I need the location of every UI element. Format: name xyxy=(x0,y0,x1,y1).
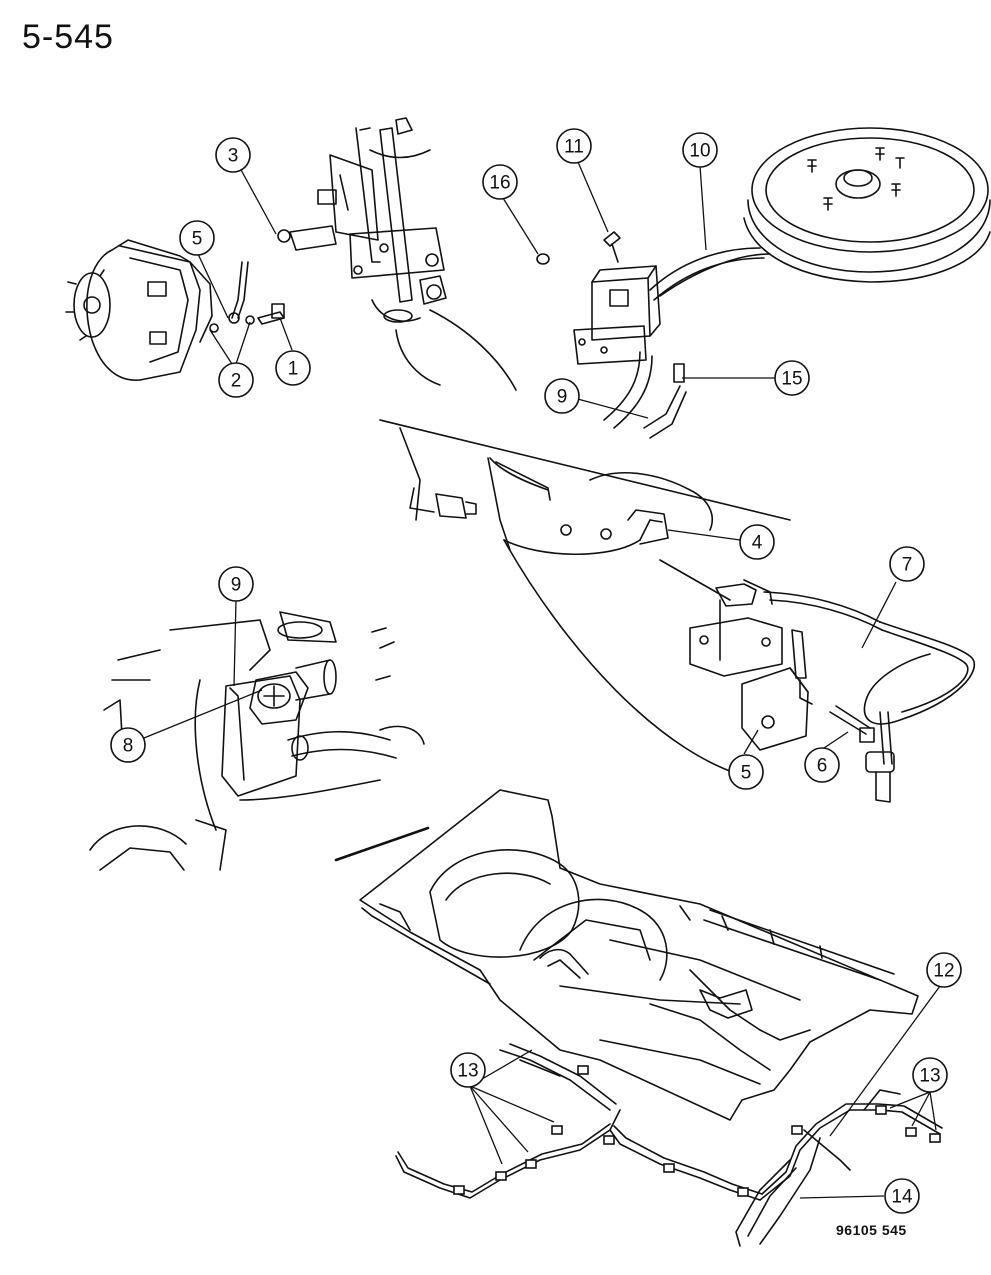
caliper-bracket-hardware xyxy=(209,261,285,333)
rear-brake-lines xyxy=(395,1043,943,1247)
diagram-code: 96105 545 xyxy=(836,1222,907,1238)
rear-brake-drum xyxy=(743,127,991,283)
rear-brake-hose xyxy=(649,247,771,301)
svg-text:10: 10 xyxy=(689,141,710,162)
callout-1: 1 xyxy=(275,350,311,386)
svg-text:12: 12 xyxy=(933,961,954,982)
svg-text:8: 8 xyxy=(123,736,134,757)
svg-text:13: 13 xyxy=(457,1061,478,1082)
leader-lines xyxy=(143,161,941,1199)
callout-3: 3 xyxy=(215,137,251,173)
svg-text:6: 6 xyxy=(817,756,828,777)
svg-text:16: 16 xyxy=(489,173,510,194)
callout-9-rear: 9 xyxy=(544,378,580,414)
svg-text:14: 14 xyxy=(891,1187,913,1208)
svg-text:9: 9 xyxy=(231,575,242,596)
svg-text:1: 1 xyxy=(288,359,299,380)
callout-11: 11 xyxy=(556,128,592,164)
callout-15: 15 xyxy=(774,360,810,396)
callout-13-right: 13 xyxy=(912,1057,948,1093)
svg-text:3: 3 xyxy=(228,146,239,167)
svg-text:4: 4 xyxy=(752,533,763,554)
svg-text:2: 2 xyxy=(231,371,242,392)
svg-text:11: 11 xyxy=(564,137,584,158)
callout-12: 12 xyxy=(926,952,962,988)
svg-text:9: 9 xyxy=(557,387,568,408)
svg-text:15: 15 xyxy=(781,369,802,390)
callout-2: 2 xyxy=(218,362,254,398)
mid-frame-section xyxy=(379,419,791,781)
svg-text:5: 5 xyxy=(192,229,203,250)
master-cylinder-detail xyxy=(89,611,430,871)
callout-16: 16 xyxy=(482,164,518,200)
svg-text:7: 7 xyxy=(902,555,913,576)
callout-5-front: 5 xyxy=(179,220,215,256)
callout-14: 14 xyxy=(884,1178,920,1214)
svg-text:5: 5 xyxy=(741,763,752,784)
svg-text:13: 13 xyxy=(919,1066,940,1087)
rear-hose-bracket xyxy=(536,231,687,439)
page-number: 5-545 xyxy=(22,18,114,56)
callout-13-left: 13 xyxy=(450,1052,486,1088)
callout-5-junction: 5 xyxy=(728,754,764,790)
callout-10: 10 xyxy=(682,132,718,168)
front-strut-assembly xyxy=(277,117,517,391)
junction-block-assembly xyxy=(689,579,976,803)
callout-4: 4 xyxy=(739,524,775,560)
callout-7: 7 xyxy=(889,546,925,582)
underbody-floor-pan xyxy=(359,789,919,1121)
front-caliper-assembly xyxy=(65,239,213,381)
callout-9-detail: 9 xyxy=(218,566,254,602)
callout-8: 8 xyxy=(110,727,146,763)
callout-6: 6 xyxy=(804,747,840,783)
